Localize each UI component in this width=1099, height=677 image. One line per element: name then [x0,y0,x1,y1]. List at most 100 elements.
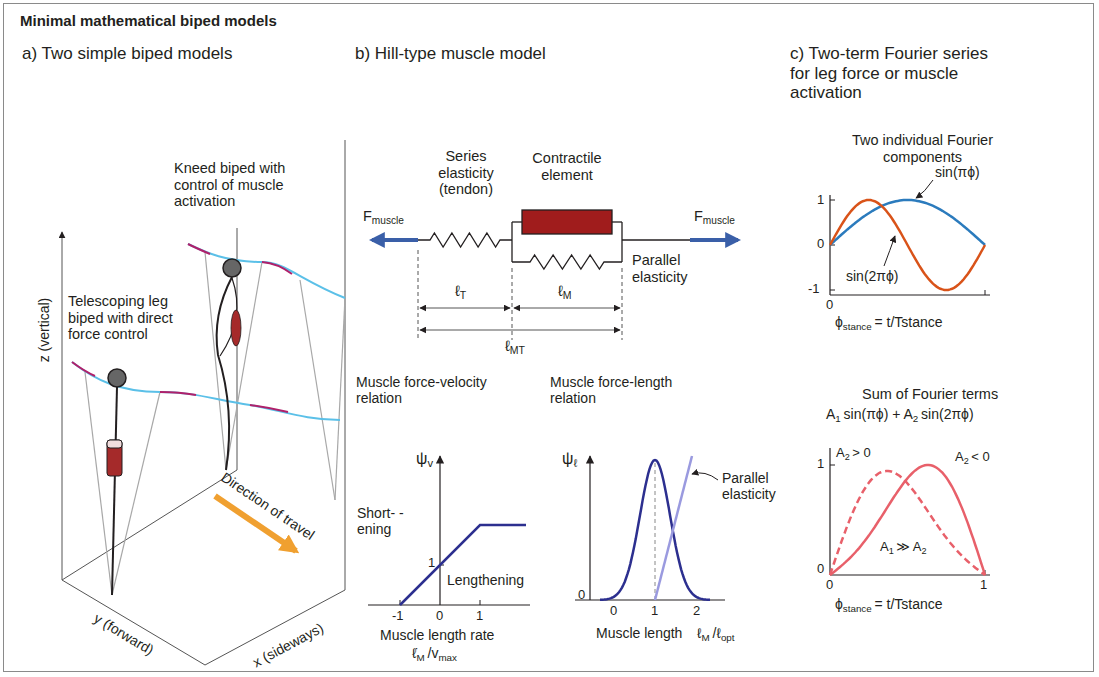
drawing-stroke [985,290,986,295]
label-text: sin(2πϕ) [921,406,974,422]
drawing-stroke [829,448,830,575]
label-text: F [694,208,703,224]
label-text: c) Two-term Fourier series for leg force… [790,44,988,102]
drawing-stroke [420,308,510,309]
drawing-stroke [62,470,237,580]
subscript: ℓ [573,457,577,469]
drawing-stroke [85,372,112,595]
drawing-stroke [830,200,985,290]
label-text: 0 [817,236,824,251]
label-text: 2 [693,603,700,618]
tick-label: 0 [436,609,443,624]
length-label: ℓMT [505,337,525,356]
label-text: 1 [817,456,824,471]
tick-label: 1 [476,609,483,624]
axis-label: x (sideways) [250,620,326,671]
label-text: 1 [980,577,987,592]
subscript: stance [843,321,872,332]
drawing-stroke [250,405,288,412]
label-text: Lengthening [447,572,524,588]
drawing-stroke [420,330,620,331]
drawing-stroke [612,221,622,222]
drawing-stroke [112,392,160,595]
label-text: A [826,406,835,422]
curve-label: A1≫ A2 [880,540,927,556]
length-label: ℓM [558,282,572,301]
plot-title: Muscle force-length relation [550,374,700,406]
subscript: 2 [964,456,969,466]
drawing-stroke [830,290,835,291]
label-text: ϕ [835,314,843,330]
figure-title: Minimal mathematical biped models [20,12,277,29]
drawing-stroke [72,362,95,376]
tick-label: 0 [817,562,824,577]
panel-heading: c) Two-term Fourier series for leg force… [790,44,1005,103]
part-label: Series elasticity (tendon) [422,148,510,198]
tick-label: 0 [817,237,824,252]
force-length-plot [575,456,725,600]
label-text: Parallel elasticity [632,252,688,285]
region-label: Short- -ening [357,505,409,537]
drawing-stroke [418,250,419,340]
axis-label: ψv [416,450,433,470]
subscript: M [702,632,710,643]
drawing-stroke [622,239,690,240]
model-label: Kneed biped with control of muscle activ… [174,160,304,210]
fourier-components-plot [830,180,990,295]
tick-label: 0 [578,588,585,603]
label-text: Muscle length [596,625,682,641]
tick-label: 1 [817,193,824,208]
force-label: Fmuscle [363,208,404,227]
drawing-stroke [108,369,126,387]
fourier-sum-plot [830,448,990,575]
figure-frame: Minimal mathematical biped models [3,3,1094,672]
label-text: /ℓ [713,625,721,641]
drawing-stroke [226,262,262,470]
label-text: -1 [392,608,404,623]
label-text: A [836,445,845,460]
part-label: Contractile element [518,150,616,183]
drawing-stroke [300,280,335,500]
subscript: muscle [703,215,735,226]
drawing-stroke [830,465,835,466]
label-text: ψ [562,450,573,467]
panel-heading: a) Two simple biped models [22,44,232,64]
axis-label: ψℓ [562,450,577,470]
drawing-stroke [655,456,692,600]
force-arrow [690,238,738,242]
drawing-stroke [511,222,512,262]
drawing-stroke [439,456,440,605]
subscript: 2 [845,452,850,462]
drawing-stroke [335,298,345,500]
label-text: 0 [610,603,617,618]
tick-label: 1 [428,556,435,571]
force-label: Fmuscle [694,208,735,227]
label-text: Series elasticity (tendon) [438,148,494,197]
drawing-stroke [512,221,522,222]
tick-label: 1 [651,604,658,619]
curve-label: A2< 0 [955,450,990,466]
label-text: x (sideways) [250,620,326,671]
force-arrow [372,238,418,242]
drawing-stroke [400,525,526,605]
axis-label: ϕstance= t/Tstance [835,314,943,332]
label-text: F [363,208,372,224]
part-label: Parallel elasticity [632,252,717,285]
curve-label: A2> 0 [836,446,871,462]
drawing-stroke [160,392,196,395]
subscript: 2 [922,546,927,556]
label-text: Contractile element [532,150,601,183]
drawing-stroke [480,600,481,605]
drawing-stroke [830,294,990,295]
drawing-stroke [884,236,895,266]
label-text: sin(2πϕ) [846,268,899,284]
subscript: M [417,652,425,663]
label-text: a) Two simple biped models [22,44,232,63]
drawing-stroke [522,210,612,234]
label-text: sin(πϕ) [935,164,980,180]
axis-label: ℓM/ℓopt [697,625,735,643]
drawing-stroke [112,387,117,595]
label-text: b) Hill-type muscle model [355,44,546,63]
label-text: 1 [651,603,658,618]
